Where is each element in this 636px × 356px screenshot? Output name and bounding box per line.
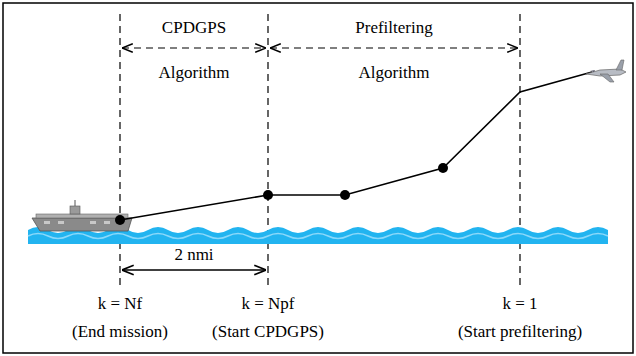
- label-text: k = 1: [502, 295, 537, 312]
- flight-path: [120, 72, 592, 220]
- label-text: 2 nmi: [174, 246, 213, 263]
- label-text: Prefiltering: [355, 19, 432, 36]
- aircraft-carrier: [32, 200, 132, 231]
- phase-spans: [122, 47, 518, 48]
- label-text: (Start CPDGPS): [212, 323, 324, 340]
- waypoints: [115, 163, 448, 225]
- label-text: k = Nf: [98, 295, 143, 312]
- label-text: (End mission): [72, 323, 168, 340]
- wave-line: [28, 234, 608, 239]
- aircraft: [586, 60, 626, 82]
- distance-arrow: [122, 269, 266, 270]
- frame: [3, 3, 633, 353]
- label-text: k = Npf: [241, 295, 294, 312]
- label-text: Algorithm: [159, 64, 230, 81]
- label-text: CPDGPS: [162, 19, 226, 36]
- label-text: Algorithm: [359, 64, 430, 81]
- label-text: (Start prefiltering): [458, 323, 582, 340]
